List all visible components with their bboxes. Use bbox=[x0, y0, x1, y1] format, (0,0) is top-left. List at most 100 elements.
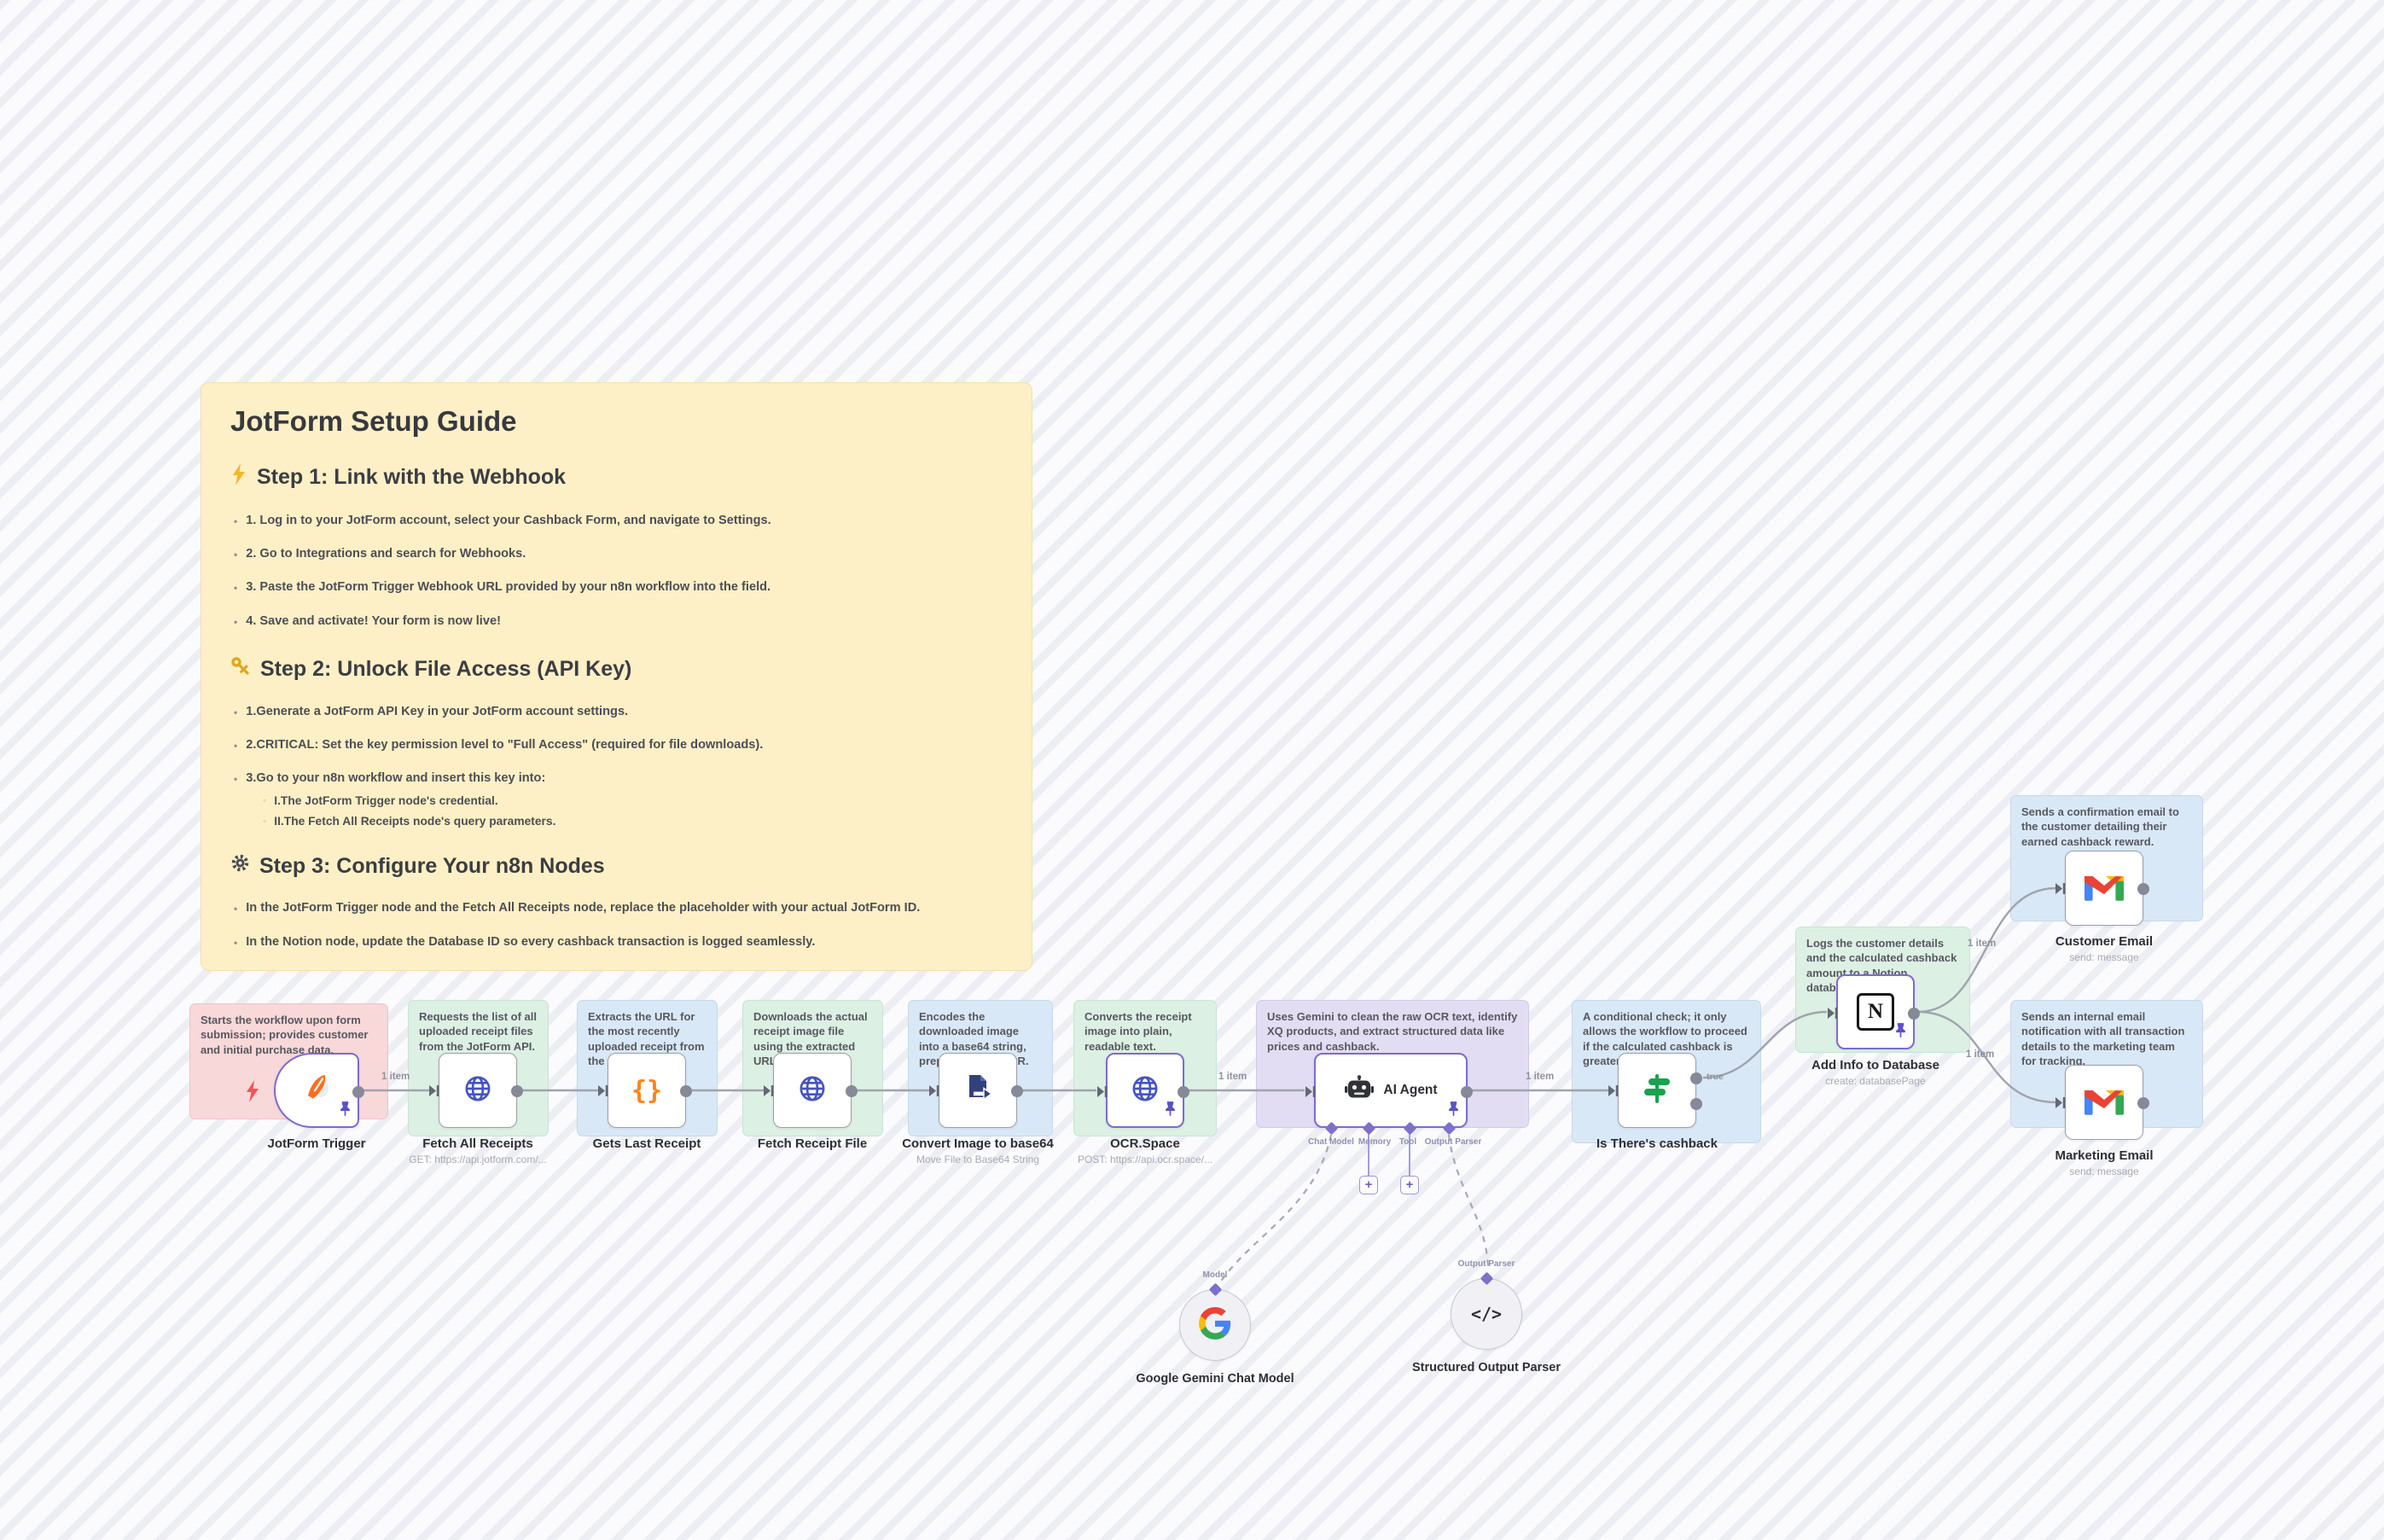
node-label: Is There's cashback bbox=[1596, 1136, 1718, 1151]
guide-step1-item: •3. Paste the JotForm Trigger Webhook UR… bbox=[234, 580, 771, 595]
false-output-connector[interactable] bbox=[1690, 1098, 1702, 1110]
node-label: Convert Image to base64 bbox=[902, 1136, 1054, 1151]
code-braces-icon: {} bbox=[631, 1075, 663, 1106]
input-connector[interactable] bbox=[1608, 1085, 1619, 1101]
output-connector[interactable] bbox=[1177, 1086, 1189, 1098]
output-connector[interactable] bbox=[846, 1085, 858, 1097]
input-connector[interactable] bbox=[2055, 883, 2066, 898]
output-connector[interactable] bbox=[1908, 1008, 1920, 1020]
jotform-icon bbox=[299, 1072, 334, 1110]
guide-step3-item: •In the Notion node, update the Database… bbox=[234, 934, 816, 949]
robot-icon bbox=[1344, 1074, 1375, 1107]
node-gets-last-receipt[interactable]: {} Gets Last Receipt bbox=[593, 1053, 701, 1151]
input-connector[interactable] bbox=[429, 1085, 439, 1101]
node-ocr-space[interactable]: OCR.Space POST: https://api.ocr.space/..… bbox=[1078, 1053, 1212, 1165]
node-structured-output-parser[interactable]: </> bbox=[1451, 1278, 1522, 1350]
guide-step2-item: •2.CRITICAL: Set the key permission leve… bbox=[234, 737, 764, 752]
pin-icon bbox=[339, 1101, 352, 1121]
output-connector[interactable] bbox=[2137, 1097, 2149, 1109]
node-subtitle: Move File to Base64 String bbox=[916, 1154, 1040, 1165]
node-subtitle: send: message bbox=[2069, 1165, 2139, 1177]
node-fetch-receipt-file[interactable]: Fetch Receipt File bbox=[758, 1053, 867, 1151]
model-port-label: Model bbox=[1202, 1270, 1228, 1280]
node-subtitle: GET: https://api.jotform.com/... bbox=[409, 1154, 547, 1165]
item-count-label: 1 item bbox=[381, 1072, 410, 1082]
node-add-info-to-database[interactable]: N Add Info to Database create: databaseP… bbox=[1811, 974, 1939, 1087]
guide-step1-item: •1. Log in to your JotForm account, sele… bbox=[234, 514, 771, 527]
globe-icon bbox=[795, 1072, 829, 1110]
input-connector[interactable] bbox=[1305, 1086, 1316, 1101]
pin-icon bbox=[1894, 1022, 1907, 1043]
guide-step1-item: •4. Save and activate! Your form is now … bbox=[234, 613, 501, 628]
node-label: Structured Output Parser bbox=[1411, 1361, 1561, 1374]
memory-port-label: Memory bbox=[1358, 1137, 1392, 1147]
guide-step3-heading: Step 3: Configure Your n8n Nodes bbox=[230, 853, 1003, 879]
add-tool-button[interactable]: + bbox=[1400, 1176, 1419, 1194]
guide-step3-item: •In the JotForm Trigger node and the Fet… bbox=[234, 901, 921, 915]
tool-port-label: Tool bbox=[1398, 1137, 1417, 1147]
guide-step2-item: •3.Go to your n8n workflow and insert th… bbox=[234, 771, 546, 786]
pin-icon bbox=[1164, 1101, 1177, 1121]
guide-step2-item: •1.Generate a JotForm API Key in your Jo… bbox=[234, 704, 629, 718]
input-connector[interactable] bbox=[764, 1085, 774, 1101]
guide-step1-item: •2. Go to Integrations and search for We… bbox=[234, 547, 526, 561]
node-marketing-email[interactable]: Marketing Email send: message bbox=[2055, 1065, 2154, 1177]
sticky-marketing-email[interactable]: Sends an internal email notification wit… bbox=[2010, 1000, 2203, 1128]
node-ai-agent[interactable]: AI Agent bbox=[1305, 1053, 1473, 1128]
output-parser-port-label: Output Parser bbox=[1424, 1137, 1482, 1147]
code-parser-icon: </> bbox=[1470, 1304, 1503, 1324]
setup-guide-sticky[interactable]: JotForm Setup Guide Step 1: Link with th… bbox=[201, 382, 1032, 971]
item-count-label: 1 item bbox=[1966, 1049, 1995, 1060]
gear-icon bbox=[230, 853, 250, 879]
node-subtitle: POST: https://api.ocr.space/... bbox=[1077, 1154, 1213, 1165]
guide-step2-heading: Step 2: Unlock File Access (API Key) bbox=[230, 656, 1003, 683]
gmail-icon bbox=[2085, 1085, 2124, 1119]
output-connector[interactable] bbox=[1011, 1085, 1023, 1097]
item-count-label: 1 item bbox=[1218, 1072, 1247, 1082]
output-connector[interactable] bbox=[2137, 883, 2149, 895]
node-label: Customer Email bbox=[2055, 934, 2154, 949]
item-count-label: 1 item bbox=[1526, 1072, 1555, 1082]
node-label: Add Info to Database bbox=[1811, 1058, 1939, 1072]
node-label: JotForm Trigger bbox=[267, 1136, 366, 1151]
output-connector[interactable] bbox=[511, 1085, 523, 1097]
true-branch-label: true bbox=[1707, 1072, 1724, 1082]
input-connector[interactable] bbox=[929, 1085, 939, 1101]
input-connector[interactable] bbox=[1828, 1008, 1838, 1023]
node-google-gemini-chat-model[interactable] bbox=[1179, 1289, 1251, 1361]
true-output-connector[interactable] bbox=[1690, 1072, 1702, 1084]
node-is-theres-cashback[interactable]: Is There's cashback bbox=[1596, 1053, 1718, 1151]
node-label: Fetch All Receipts bbox=[422, 1136, 533, 1151]
node-label: Google Gemini Chat Model bbox=[1136, 1372, 1294, 1386]
node-label: OCR.Space bbox=[1110, 1136, 1180, 1151]
input-connector[interactable] bbox=[598, 1085, 608, 1101]
node-convert-image-base64[interactable]: Convert Image to base64 Move File to Bas… bbox=[902, 1053, 1054, 1165]
pin-icon bbox=[1447, 1101, 1460, 1121]
output-parser-sub-label: Output Parser bbox=[1457, 1259, 1515, 1269]
output-connector[interactable] bbox=[1461, 1086, 1473, 1098]
key-icon bbox=[230, 656, 251, 683]
notion-icon: N bbox=[1857, 993, 1894, 1031]
input-connector[interactable] bbox=[1097, 1086, 1108, 1101]
node-label: Marketing Email bbox=[2055, 1148, 2154, 1163]
output-connector[interactable] bbox=[352, 1086, 364, 1098]
guide-step2-subitem: ◦I.The JotForm Trigger node's credential… bbox=[263, 794, 498, 808]
output-connector[interactable] bbox=[680, 1085, 692, 1097]
chat-model-port-label: Chat Model bbox=[1308, 1137, 1354, 1147]
node-customer-email[interactable]: Customer Email send: message bbox=[2055, 851, 2153, 963]
file-export-icon bbox=[962, 1072, 994, 1109]
input-connector[interactable] bbox=[2055, 1097, 2066, 1113]
node-fetch-all-receipts[interactable]: Fetch All Receipts GET: https://api.jotf… bbox=[409, 1053, 547, 1165]
node-subtitle: send: message bbox=[2069, 951, 2139, 963]
node-jotform-trigger[interactable]: JotForm Trigger bbox=[267, 1053, 366, 1151]
item-count-label: 1 item bbox=[1968, 939, 1997, 949]
add-memory-button[interactable]: + bbox=[1359, 1176, 1378, 1194]
if-filter-icon bbox=[1640, 1073, 1674, 1108]
node-label: Fetch Receipt File bbox=[757, 1136, 868, 1151]
google-g-icon bbox=[1199, 1306, 1231, 1344]
globe-icon bbox=[1128, 1072, 1162, 1110]
guide-title: JotForm Setup Guide bbox=[230, 405, 517, 437]
node-label: Gets Last Receipt bbox=[592, 1136, 701, 1151]
